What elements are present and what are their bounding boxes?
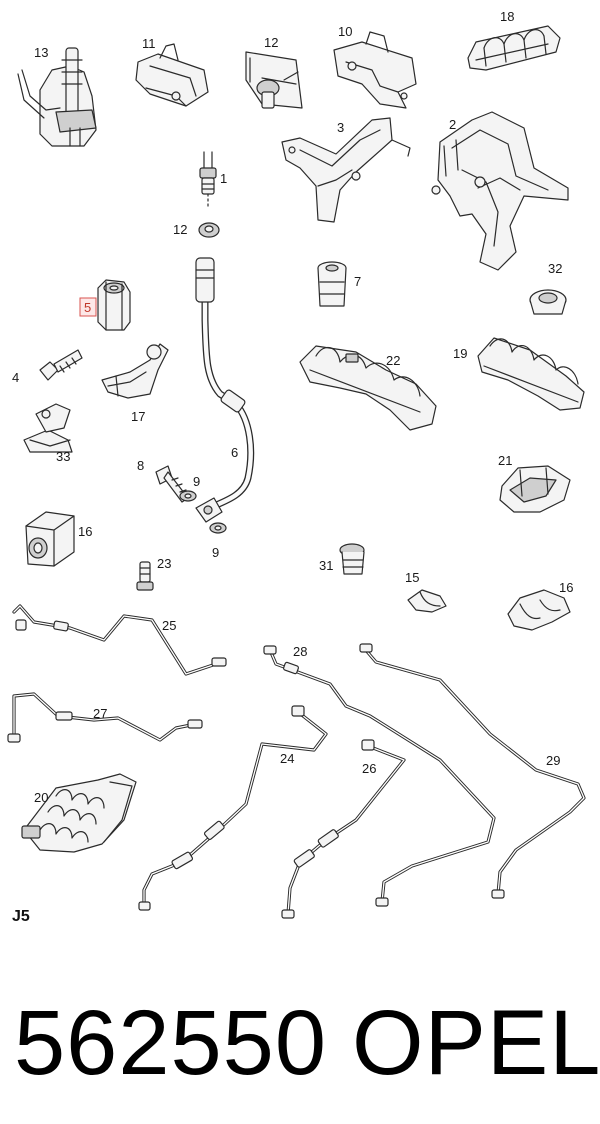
callout-2: 2 <box>449 117 456 132</box>
part-6-drawing <box>195 257 255 523</box>
callout-3: 3 <box>337 120 344 135</box>
part-14-drawing <box>17 47 97 147</box>
part-21-drawing <box>21 773 137 853</box>
part-16-drawing <box>507 589 571 631</box>
callout-5-box <box>79 297 97 317</box>
callout-23: 22 <box>386 353 400 368</box>
footer-caption: 562550 OPEL <box>0 968 600 1118</box>
part-24-drawing <box>136 561 154 591</box>
part-17-drawing <box>25 511 75 567</box>
part-23-drawing <box>299 345 437 431</box>
part-32-drawing <box>529 289 567 315</box>
part-9-drawing <box>179 490 227 534</box>
part-13-drawing <box>245 51 303 109</box>
part-10-drawing <box>333 31 417 109</box>
callout-4: 4 <box>12 370 19 385</box>
callout-32: 32 <box>548 261 562 276</box>
callout-15: 15 <box>405 570 419 585</box>
callout-20: 19 <box>453 346 467 361</box>
part-20-drawing <box>477 337 585 411</box>
part-2-drawing <box>431 111 569 271</box>
part-11-drawing <box>135 43 209 107</box>
callout-7: 7 <box>354 274 361 289</box>
brand-name: OPEL <box>352 992 600 1094</box>
part-27-drawing <box>281 739 406 919</box>
callout-28: 27 <box>93 706 107 721</box>
part-4-drawing <box>39 349 83 381</box>
part-12-drawing <box>198 222 220 238</box>
callout-6: 6 <box>231 445 238 460</box>
callout-10: 10 <box>338 24 352 39</box>
callout-8: 8 <box>137 458 144 473</box>
callout-27: 26 <box>362 761 376 776</box>
section-code: J5 <box>12 908 30 925</box>
part-5-drawing <box>97 279 131 331</box>
callout-31: 31 <box>319 558 333 573</box>
part-3-drawing <box>281 117 411 223</box>
callout-29: 28 <box>293 644 307 659</box>
part-30-drawing <box>359 643 586 899</box>
part-1-drawing <box>199 151 217 207</box>
part-26-drawing <box>12 604 227 676</box>
part-22-drawing <box>499 465 571 513</box>
part-31-drawing <box>339 543 365 575</box>
part-19-drawing <box>467 25 561 71</box>
callout-9-lower: 9 <box>212 545 219 560</box>
part-number: 562550 <box>14 992 327 1094</box>
callout-18: 17 <box>131 409 145 424</box>
part-15-drawing <box>407 589 447 613</box>
callout-12: 12 <box>173 222 187 237</box>
callout-33: 33 <box>56 449 70 464</box>
callout-24: 23 <box>157 556 171 571</box>
callout-19: 18 <box>500 9 514 24</box>
callout-26: 25 <box>162 618 176 633</box>
callout-17: 16 <box>78 524 92 539</box>
callout-16: 16 <box>559 580 573 595</box>
part-29-drawing <box>263 645 496 907</box>
callout-25: 24 <box>280 751 294 766</box>
callout-1: 1 <box>220 171 227 186</box>
callout-30: 29 <box>546 753 560 768</box>
callout-5: 5 <box>84 300 91 315</box>
part-33-drawing <box>23 403 73 453</box>
callout-14: 13 <box>34 45 48 60</box>
part-25-drawing <box>138 705 328 911</box>
callout-13: 12 <box>264 35 278 50</box>
part-28-drawing <box>7 692 203 743</box>
parts-diagram: 13 11 12 10 18 3 2 1 12 7 32 5 22 19 4 1… <box>7 9 586 925</box>
callout-22: 21 <box>498 453 512 468</box>
callout-11: 11 <box>142 36 156 51</box>
callout-9-upper: 9 <box>193 474 200 489</box>
callout-21: 20 <box>34 790 48 805</box>
part-7-drawing <box>317 261 347 307</box>
part-18-drawing <box>101 343 169 399</box>
